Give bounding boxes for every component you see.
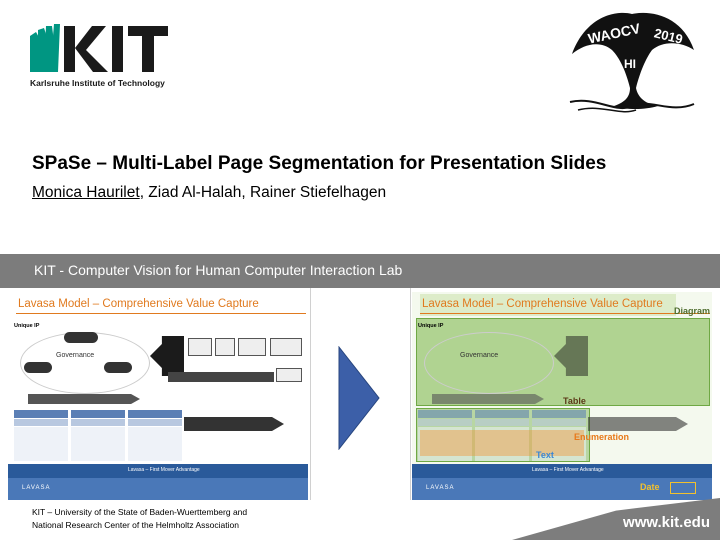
slide-footer xyxy=(8,464,308,478)
diagram-box xyxy=(270,338,302,356)
divider xyxy=(420,313,710,314)
table-column xyxy=(418,410,472,461)
table-column xyxy=(71,410,125,461)
slide-logo-text: LAVASA xyxy=(22,485,51,491)
slide-thumbnail-title: Lavasa Model – Comprehensive Value Captu… xyxy=(422,298,663,310)
footer-band: www.kit.edu xyxy=(0,498,720,540)
kit-full-name: Karlsruhe Institute of Technology xyxy=(30,78,165,88)
diagram-arrow xyxy=(588,417,688,431)
footer-affiliation: KIT – University of the State of Baden-W… xyxy=(32,506,247,532)
slide-text: Unique IP xyxy=(14,323,40,329)
slide-text: Governance xyxy=(460,352,499,359)
diagram-box xyxy=(188,338,212,356)
date-region xyxy=(670,482,696,494)
slide-footer xyxy=(412,464,712,478)
table-column xyxy=(128,410,182,461)
diagram-node xyxy=(24,362,52,373)
slide-logo-text: LAVASA xyxy=(426,485,455,491)
svg-text:HI: HI xyxy=(624,57,636,71)
svg-text:2019: 2019 xyxy=(653,25,685,47)
diagram-arrow xyxy=(432,394,544,404)
slide-text: Governance xyxy=(56,352,95,359)
slide-diagram xyxy=(424,332,554,394)
kit-url[interactable]: www.kit.edu xyxy=(623,514,710,531)
co-authors: , Ziad Al-Halah, Rainer Stiefelhagen xyxy=(139,184,387,201)
diagram-arrow xyxy=(28,394,140,404)
table-column xyxy=(532,410,586,461)
kit-logo xyxy=(30,24,168,72)
diagram-node xyxy=(64,332,98,343)
slide-text: Unique IP xyxy=(418,323,444,329)
presenting-author: Monica Haurilet xyxy=(32,184,140,201)
diagram-box xyxy=(215,338,235,356)
diagram-box xyxy=(276,368,302,382)
footer-line: KIT – University of the State of Baden-W… xyxy=(32,507,248,517)
title-region xyxy=(420,294,676,316)
paper-title: SPaSe – Multi-Label Page Segmentation fo… xyxy=(32,153,607,174)
divider xyxy=(410,288,411,500)
table-column xyxy=(14,410,68,461)
divider xyxy=(310,288,311,500)
lab-name: KIT - Computer Vision for Human Computer… xyxy=(34,262,403,278)
transform-arrow-icon xyxy=(338,346,380,450)
enumeration-region xyxy=(420,430,584,456)
footer-line: National Research Center of the Helmholt… xyxy=(32,520,239,530)
label-date: Date xyxy=(640,482,660,492)
diagram-arrow xyxy=(150,336,184,376)
slide-thumbnail-title: Lavasa Model – Comprehensive Value Captu… xyxy=(18,298,259,310)
label-diagram: Diagram xyxy=(673,306,710,316)
slide-footer xyxy=(412,478,712,500)
diagram-arrow xyxy=(184,417,284,431)
waocv-whale-tail-logo: WAOCV 2019 HI xyxy=(569,12,695,113)
segmented-slide-thumbnail: Lavasa Model – Comprehensive Value Captu… xyxy=(412,292,712,500)
authors: Monica Haurilet, Ziad Al-Halah, Rainer S… xyxy=(32,184,386,202)
slide-footer-text: Lavasa – First Mover Advantage xyxy=(128,467,200,473)
slide-footer-text: Lavasa – First Mover Advantage xyxy=(532,467,604,473)
diagram-node xyxy=(104,362,132,373)
label-text: Text xyxy=(536,450,554,460)
slide-table xyxy=(418,410,586,461)
diagram-box xyxy=(168,372,274,382)
original-slide-thumbnail: Lavasa Model – Comprehensive Value Captu… xyxy=(8,292,308,500)
slide-table xyxy=(14,410,182,461)
divider xyxy=(16,313,306,314)
diagram-box xyxy=(238,338,266,356)
label-table: Table xyxy=(563,396,586,406)
label-enumeration: Enumeration xyxy=(574,432,630,442)
table-column xyxy=(475,410,529,461)
slide-footer xyxy=(8,478,308,500)
lab-banner: KIT - Computer Vision for Human Computer… xyxy=(0,254,720,288)
